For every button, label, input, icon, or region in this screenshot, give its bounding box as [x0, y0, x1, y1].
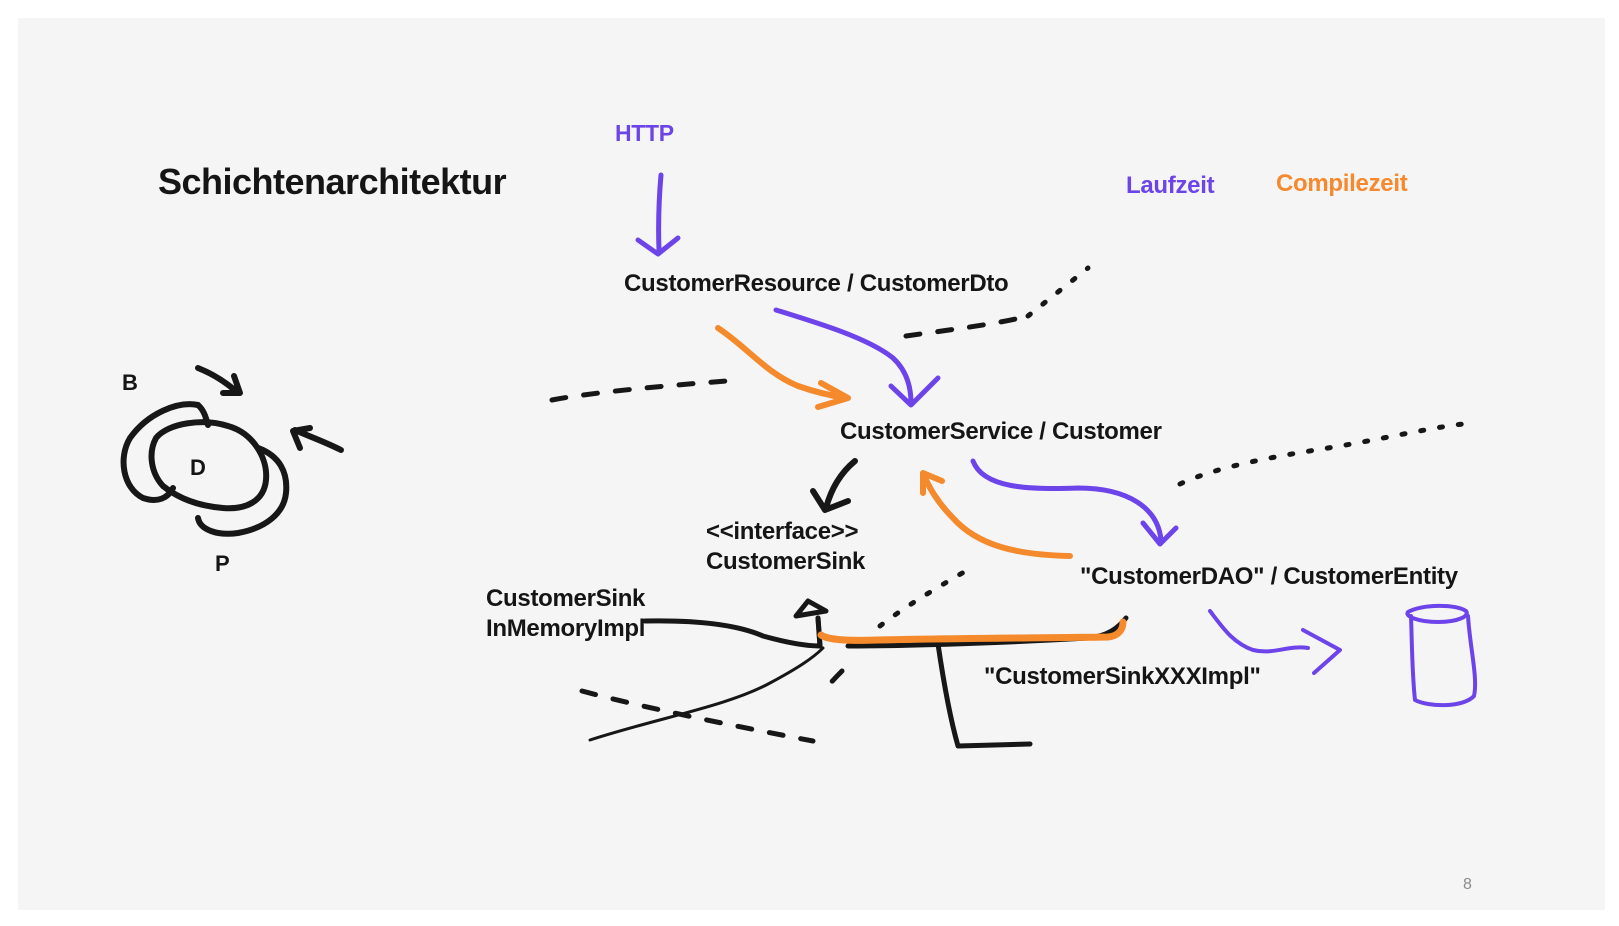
lower-branch-line — [588, 646, 825, 742]
legend-compile-time: Compilezeit — [1276, 170, 1408, 197]
bdp-figure — [120, 365, 344, 537]
bdp-right-blob — [195, 445, 290, 537]
legend-runtime: Laufzeit — [1126, 172, 1215, 199]
realization-stem — [815, 615, 823, 649]
inmemory-impl-line — [642, 618, 823, 649]
boundary-dot-upper — [1025, 265, 1091, 319]
slide-title: Schichtenarchitektur — [158, 161, 507, 202]
node-interface-stereotype: <<interface>> — [706, 518, 859, 545]
boundary-dash-left — [549, 377, 743, 403]
page-number: 8 — [1463, 876, 1472, 893]
bdp-label-b: B — [122, 370, 138, 395]
xxx-bracket-line — [935, 641, 1033, 749]
bdp-label-p: P — [215, 551, 230, 576]
node-inmemory-line1: CustomerSink — [486, 585, 646, 612]
bdp-outer-blob — [120, 401, 201, 503]
boundary-dot-center — [877, 569, 967, 629]
database-cylinder-icon — [1405, 603, 1478, 708]
boundary-dot-right — [1177, 421, 1466, 487]
bdp-label-d: D — [190, 455, 206, 480]
boundary-dash-upper — [903, 313, 1031, 339]
resource-to-service-compile-arrow — [715, 325, 851, 410]
boundary-dash-center — [818, 668, 845, 697]
bdp-inner-blob — [148, 419, 270, 512]
service-to-dao-runtime-arrow — [970, 458, 1179, 547]
bdp-top-nub — [195, 402, 211, 428]
node-customer-dao: "CustomerDAO" / CustomerEntity — [1080, 563, 1458, 590]
node-customer-resource: CustomerResource / CustomerDto — [624, 270, 1009, 297]
dao-to-service-compile-arrow — [920, 470, 1073, 559]
slide: Schichtenarchitektur HTTP Laufzeit Compi… — [18, 18, 1605, 910]
boundary-dash-bottom — [579, 688, 816, 744]
node-customer-service: CustomerService / Customer — [840, 418, 1162, 445]
compile-dependency-underline — [817, 618, 1127, 644]
node-inmemory-line2: InMemoryImpl — [486, 615, 646, 642]
http-label: HTTP — [615, 120, 674, 146]
bdp-arrow-right — [290, 425, 344, 453]
node-customer-sink: CustomerSink — [706, 548, 866, 575]
diagram-canvas — [120, 172, 1478, 749]
http-arrow — [635, 172, 681, 257]
node-customer-sink-xxx: "CustomerSinkXXXImpl" — [984, 663, 1261, 690]
resource-to-service-runtime-arrow — [773, 307, 941, 408]
bdp-arrow-top — [195, 365, 243, 396]
dao-to-database-arrow — [1208, 609, 1342, 675]
service-to-interface-arrow — [810, 458, 858, 513]
